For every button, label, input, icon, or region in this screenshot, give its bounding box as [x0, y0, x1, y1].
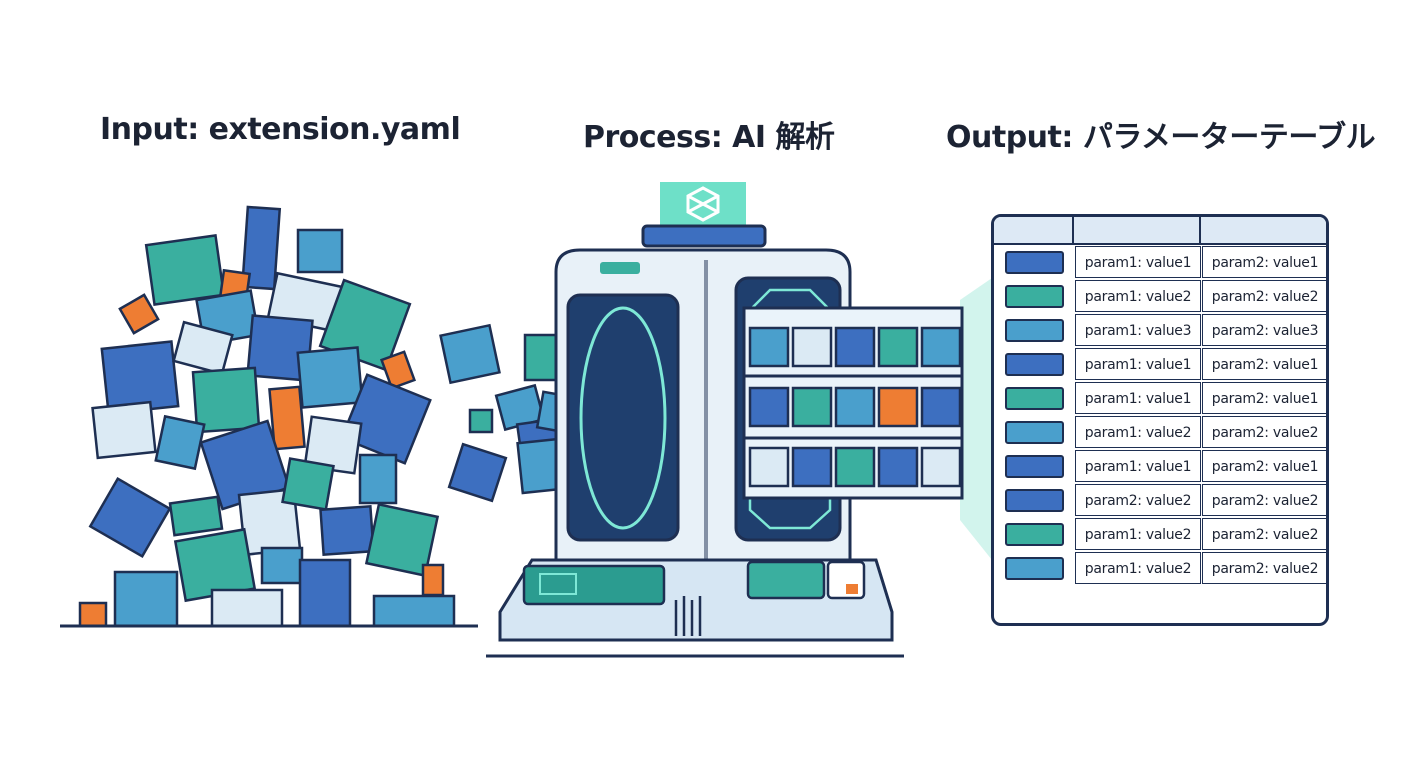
- input-block: [118, 293, 160, 335]
- input-block: [319, 504, 375, 557]
- output-beam: [960, 278, 992, 560]
- input-block: [168, 495, 224, 537]
- input-block: [358, 453, 398, 505]
- shelf-cube: [920, 326, 962, 368]
- process-heading: Process: AI 解析: [583, 120, 835, 155]
- row-color-swatch: [1005, 557, 1064, 580]
- input-block: [298, 558, 352, 628]
- input-block: [268, 385, 306, 451]
- param-cell-2: param2: value2: [1202, 416, 1326, 448]
- row-color-swatch: [1005, 387, 1064, 410]
- machine-logo-icon: [686, 186, 720, 222]
- param-cell-2: param2: value3: [1202, 314, 1326, 346]
- shelf-cube: [791, 446, 833, 488]
- input-block: [91, 400, 157, 460]
- flying-block: [468, 408, 494, 434]
- param-cell-1: param1: value1: [1075, 348, 1201, 380]
- input-block: [340, 373, 432, 465]
- row-color-swatch: [1005, 353, 1064, 376]
- input-block-pile: [78, 205, 456, 628]
- input-block: [296, 228, 344, 274]
- param-cell-2: param2: value2: [1202, 280, 1326, 312]
- param-cell-2: param2: value1: [1202, 382, 1326, 414]
- input-heading: Input: extension.yaml: [100, 112, 461, 147]
- param-cell-1: param1: value1: [1075, 450, 1201, 482]
- param-cell-1: param1: value3: [1075, 314, 1201, 346]
- output-heading: Output: パラメーターテーブル: [946, 120, 1376, 155]
- shelf-cube-grid: [748, 326, 962, 488]
- input-block: [191, 366, 261, 434]
- input-block: [364, 502, 440, 578]
- param-cell-1: param1: value2: [1075, 416, 1201, 448]
- input-block: [296, 346, 364, 409]
- param-cell-2: param2: value1: [1202, 246, 1326, 278]
- input-block: [281, 457, 335, 511]
- input-block: [372, 594, 456, 628]
- input-block: [78, 601, 108, 628]
- input-block: [88, 476, 172, 559]
- shelf-cube: [748, 386, 790, 428]
- shelf-cube: [748, 446, 790, 488]
- input-block: [260, 546, 304, 585]
- input-block: [154, 414, 206, 471]
- param-cell-1: param1: value1: [1075, 246, 1201, 278]
- machine-left-console: [522, 564, 666, 606]
- param-cell-1: param1: value2: [1075, 518, 1201, 550]
- row-color-swatch: [1005, 285, 1064, 308]
- shelf-cube: [834, 446, 876, 488]
- row-color-swatch: [1005, 489, 1064, 512]
- row-color-swatch: [1005, 523, 1064, 546]
- param-cell-1: param1: value2: [1075, 552, 1201, 584]
- shelf-cube: [748, 326, 790, 368]
- shelf-cube: [877, 446, 919, 488]
- param-cell-1: param1: value2: [1075, 280, 1201, 312]
- row-color-swatch: [1005, 319, 1064, 342]
- input-block: [421, 563, 445, 597]
- param-cell-2: param2: value1: [1202, 450, 1326, 482]
- shelf-cube: [920, 386, 962, 428]
- param-cell-2: param2: value1: [1202, 348, 1326, 380]
- row-color-swatch: [1005, 455, 1064, 478]
- shelf-cube: [834, 386, 876, 428]
- ai-processing-machine: [498, 182, 992, 642]
- param-cell-2: param2: value2: [1202, 484, 1326, 516]
- shelf-cube: [834, 326, 876, 368]
- param-cell-2: param2: value2: [1202, 552, 1326, 584]
- ground-lines: [60, 624, 904, 658]
- machine-right-console: [746, 560, 826, 600]
- shelf-cube: [920, 446, 962, 488]
- row-color-swatch: [1005, 421, 1064, 444]
- input-block: [210, 588, 284, 628]
- machine-left-window: [566, 293, 680, 542]
- param-cell-2: param2: value2: [1202, 518, 1326, 550]
- param-cell-1: param2: value2: [1075, 484, 1201, 516]
- flying-block: [439, 323, 501, 385]
- param-cell-1: param1: value1: [1075, 382, 1201, 414]
- shelf-cube: [791, 326, 833, 368]
- table-header-row: [994, 217, 1326, 245]
- input-block: [379, 350, 417, 390]
- shelf-cube: [877, 386, 919, 428]
- row-color-swatch: [1005, 251, 1064, 274]
- input-block: [144, 234, 226, 306]
- flying-block: [447, 442, 508, 503]
- shelf-cube: [877, 326, 919, 368]
- input-block: [240, 205, 282, 291]
- input-block: [172, 320, 234, 376]
- input-block: [113, 570, 179, 628]
- shelf-cube: [791, 386, 833, 428]
